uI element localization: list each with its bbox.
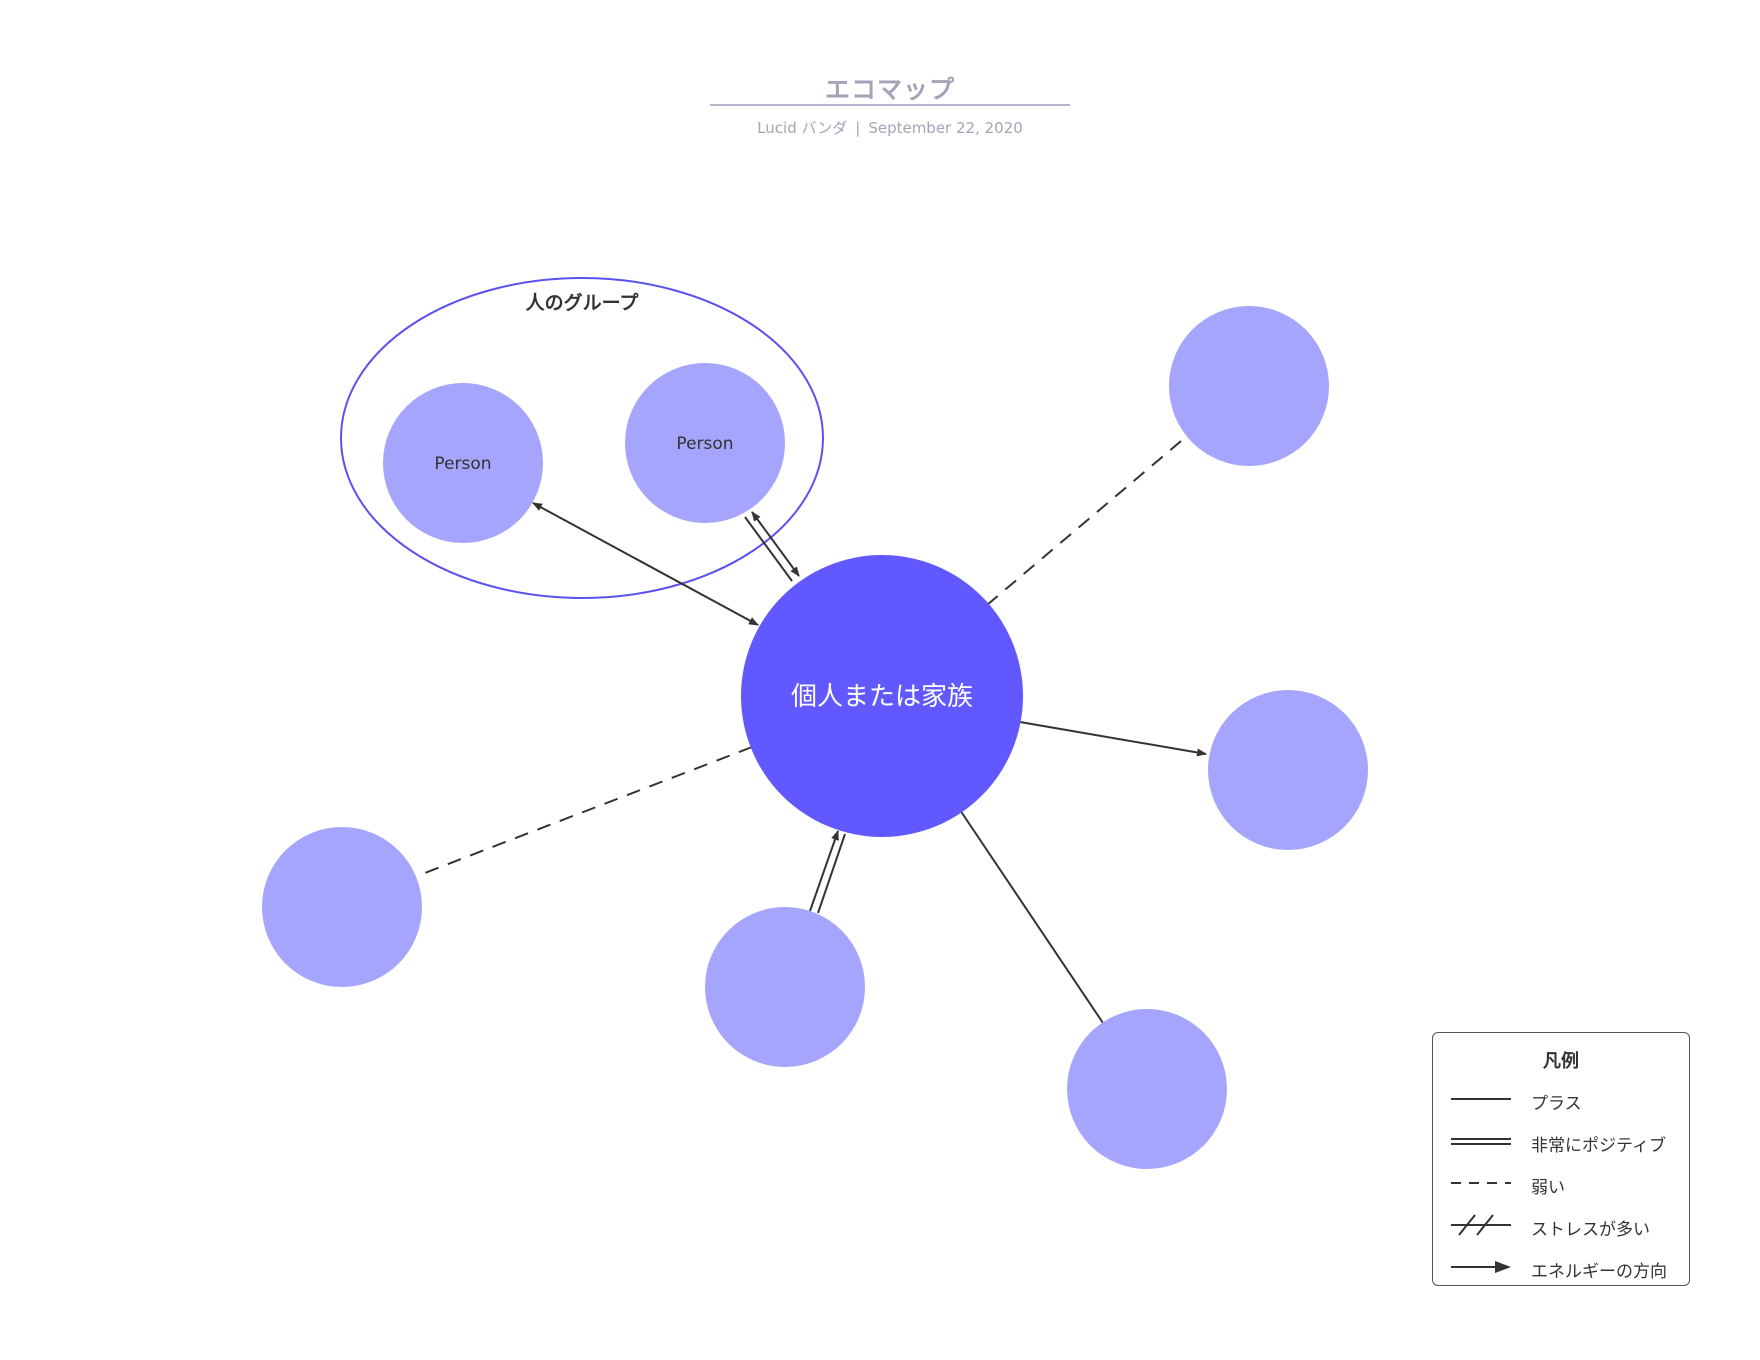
connection-node-bottom-center[interactable] [809, 830, 846, 914]
node-left[interactable] [262, 827, 422, 987]
node-person-1-label: Person [434, 454, 491, 474]
page-subtitle: Lucid バンダ | September 22, 2020 [610, 117, 1170, 138]
connection-center-node-right[interactable] [1019, 721, 1207, 757]
connection-center-node-top-right[interactable] [986, 435, 1188, 606]
center-node[interactable] [741, 555, 1023, 837]
connection-center-node-bottom-right[interactable] [959, 809, 1104, 1024]
subtitle-separator: | [855, 119, 861, 137]
group-label: 人のグループ [526, 291, 640, 314]
node-right[interactable] [1208, 690, 1368, 850]
legend-line-weak [1451, 1182, 1511, 1184]
legend-label-stress: ストレスが多い [1531, 1220, 1650, 1240]
title-underline [710, 104, 1070, 106]
legend-item-very-positive: 非常にポジティブ [1451, 1129, 1681, 1156]
page-title: エコマップ [824, 75, 955, 104]
node-person-1[interactable] [383, 383, 543, 543]
legend-item-stress: ストレスが多い [1451, 1213, 1681, 1240]
legend-item-energy: エネルギーの方向 [1451, 1255, 1681, 1282]
legend: 凡例 プラス 非常にポジティブ 弱い ストレスが多い エネルギーの方向 [1432, 1032, 1690, 1286]
legend-item-weak: 弱い [1451, 1171, 1681, 1198]
date: September 22, 2020 [868, 119, 1023, 137]
legend-line-stress [1451, 1214, 1511, 1236]
node-bottom-right[interactable] [1067, 1009, 1227, 1169]
legend-label-very-positive: 非常にポジティブ [1531, 1136, 1666, 1156]
author: Lucid バンダ [757, 119, 848, 137]
center-node-label: 個人または家族 [791, 682, 973, 712]
legend-label-energy: エネルギーの方向 [1531, 1262, 1667, 1282]
legend-line-very-positive [1451, 1138, 1511, 1145]
legend-item-plus: プラス [1451, 1087, 1681, 1114]
connection-center-node-left[interactable] [416, 746, 753, 877]
legend-label-plus: プラス [1531, 1094, 1582, 1114]
legend-line-energy [1451, 1261, 1511, 1273]
connection-center-person-2[interactable] [744, 511, 800, 582]
legend-line-plus [1451, 1098, 1511, 1100]
node-bottom[interactable] [705, 907, 865, 1067]
connection-center-person-1[interactable] [532, 502, 759, 626]
node-top-right[interactable] [1169, 306, 1329, 466]
legend-label-weak: 弱い [1531, 1178, 1565, 1198]
node-person-2-label: Person [676, 434, 733, 454]
node-person-2[interactable] [625, 363, 785, 523]
legend-title: 凡例 [1543, 1051, 1579, 1072]
